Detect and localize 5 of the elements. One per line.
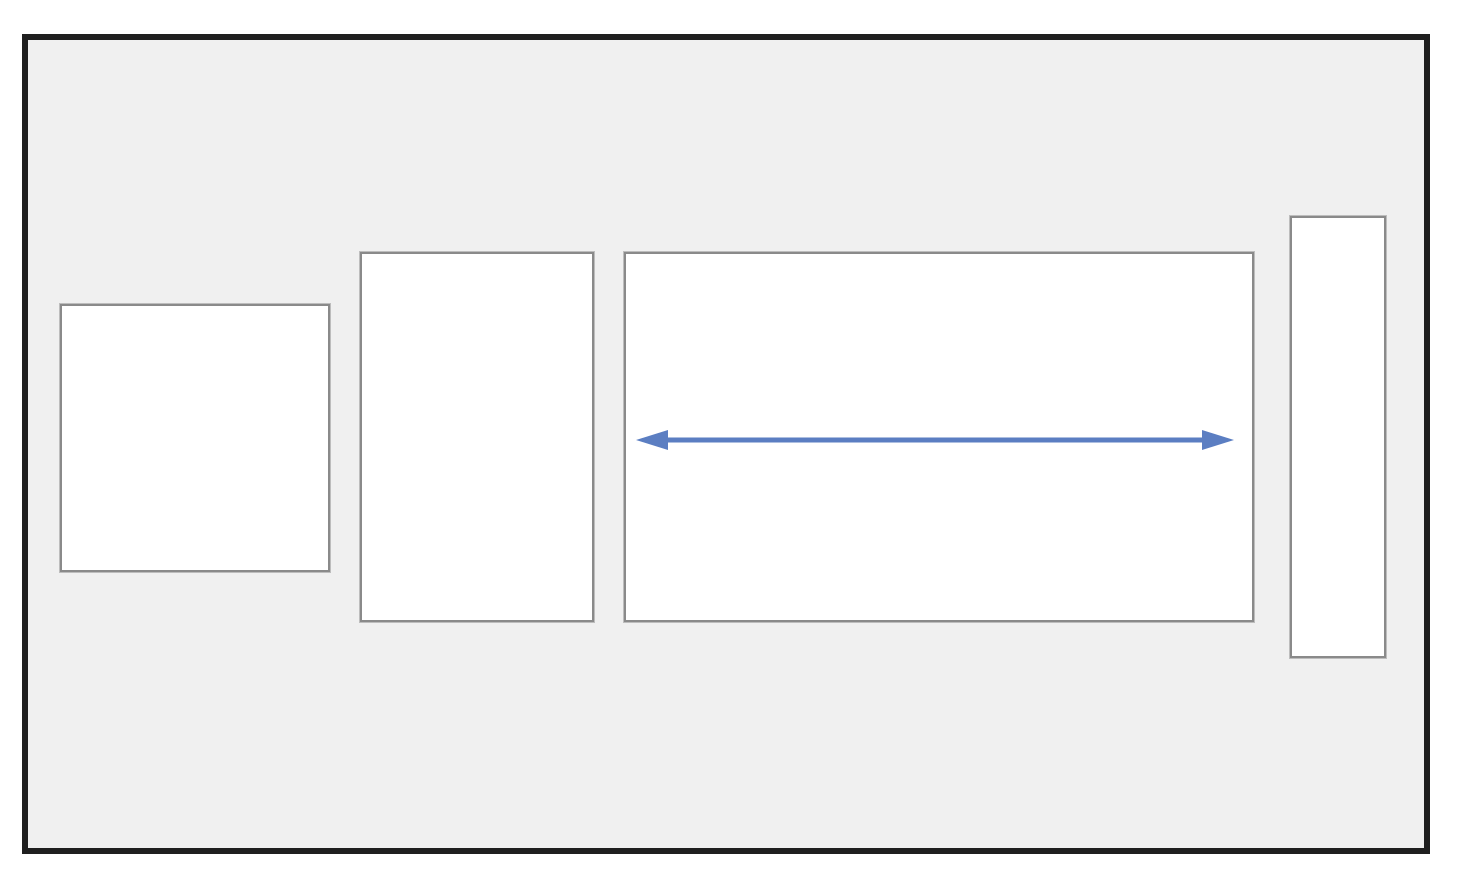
outer-panel (22, 34, 1430, 854)
empty-box (60, 304, 330, 572)
empty-box (624, 252, 1254, 622)
empty-box (1290, 216, 1386, 658)
empty-box (360, 252, 594, 622)
